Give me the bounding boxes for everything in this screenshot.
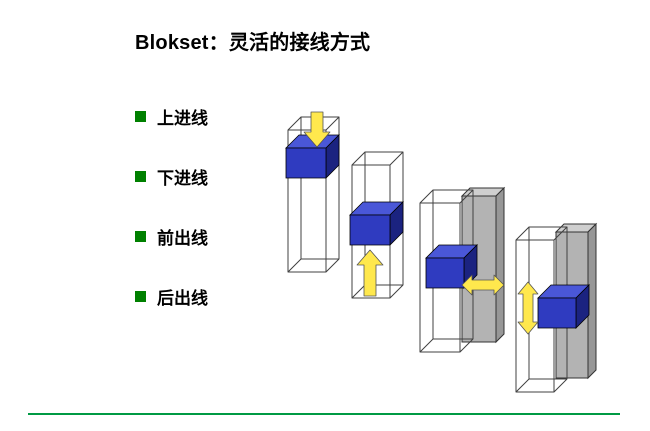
bullet-item: 前出线 (135, 206, 208, 266)
bullet-label: 下进线 (157, 168, 208, 188)
green-square-bullet-icon (135, 110, 146, 122)
green-square-bullet-icon (135, 170, 146, 182)
cabinet-wireframe (515, 226, 568, 393)
bullet-item: 下进线 (135, 146, 208, 206)
bullet-label: 前出线 (157, 228, 208, 248)
slide-title: Blokset：灵活的接线方式 (135, 32, 371, 54)
down-arrow-icon (303, 111, 331, 148)
up-down-arrow-icon (517, 281, 539, 335)
device-cube (285, 147, 327, 179)
green-square-bullet-icon (135, 230, 146, 242)
up-arrow-icon (356, 249, 384, 297)
bullet-item: 后出线 (135, 266, 208, 326)
device-cube (537, 297, 577, 329)
bullet-label: 上进线 (157, 108, 208, 128)
front-exit-cabinet (419, 186, 506, 353)
device-cube (425, 257, 465, 289)
rear-panel (461, 195, 497, 343)
bullet-list: 上进线 下进线 前出线 后出线 (135, 86, 208, 326)
cabinet-wireframe (351, 151, 404, 299)
top-entry-cabinet (285, 111, 340, 273)
left-right-arrow-icon (461, 274, 505, 296)
green-square-bullet-icon (135, 290, 146, 302)
rear-exit-cabinet (515, 222, 598, 393)
rear-panel (495, 186, 505, 344)
bottom-entry-cabinet (349, 151, 404, 299)
bullet-item: 上进线 (135, 86, 208, 146)
device-cube (349, 214, 391, 246)
bullet-label: 后出线 (157, 288, 208, 308)
cabinet-wireframe (419, 189, 474, 353)
bottom-divider-line (28, 413, 620, 415)
cabinet-wireframe (287, 116, 340, 273)
